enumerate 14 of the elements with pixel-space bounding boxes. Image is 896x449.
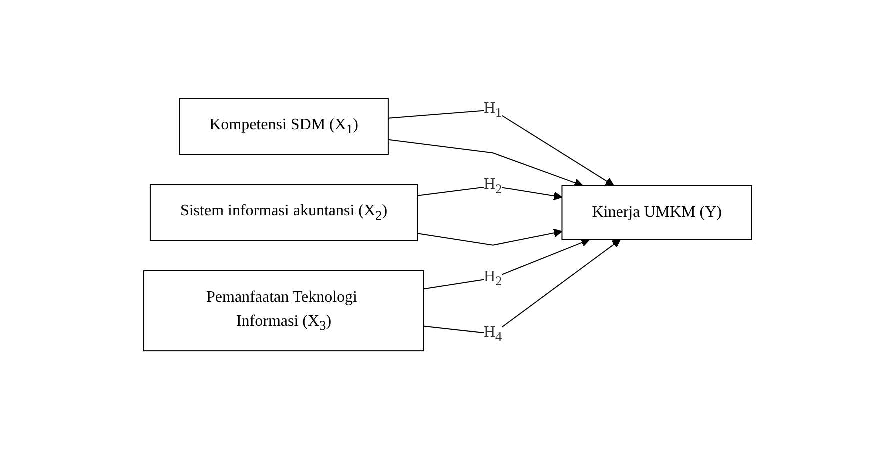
arrow (417, 229, 563, 246)
arrow (388, 140, 584, 188)
edge-label: H$_{1}$ (484, 100, 502, 121)
edge-label: H$_{4}$ (484, 324, 502, 345)
edge-label: H$_{2}$ (484, 176, 502, 197)
node-box (562, 186, 752, 241)
arrow (424, 240, 621, 336)
arrow (388, 110, 614, 187)
node-box (179, 98, 389, 156)
arrow (424, 239, 590, 290)
edge-label: H$_{2}$ (484, 268, 502, 289)
arrow (417, 186, 563, 201)
node-box (150, 184, 418, 242)
node-box (144, 270, 424, 352)
